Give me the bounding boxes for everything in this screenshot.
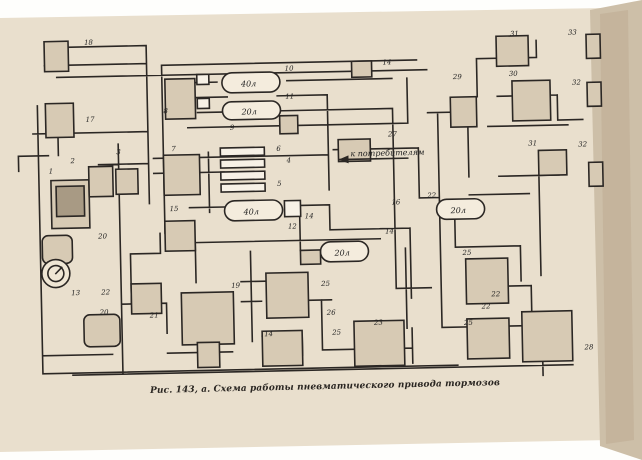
part-number-9: 9 bbox=[230, 124, 235, 132]
part-number-30: 30 bbox=[509, 70, 519, 78]
part-number-20: 20 bbox=[99, 308, 110, 316]
part-number-4: 4 bbox=[285, 157, 291, 165]
part-number-22: 22 bbox=[481, 302, 492, 310]
part-number-23: 23 bbox=[373, 319, 384, 327]
part-number-20: 20 bbox=[97, 232, 108, 240]
tank-40l-b: 40л bbox=[243, 207, 259, 216]
part-number-10: 10 bbox=[285, 65, 295, 73]
part-number-18: 18 bbox=[84, 39, 94, 47]
consumers-label: к потребителям bbox=[350, 148, 425, 159]
part-number-22: 22 bbox=[490, 290, 501, 298]
part-number-14: 14 bbox=[264, 330, 273, 338]
part-number-16: 16 bbox=[391, 198, 401, 206]
part-number-22: 22 bbox=[100, 288, 111, 296]
part-number-8: 8 bbox=[163, 107, 168, 115]
part-number-14: 14 bbox=[305, 212, 314, 220]
part-number-32: 32 bbox=[572, 78, 582, 86]
part-number-19: 19 bbox=[231, 282, 241, 290]
part-number-25: 25 bbox=[461, 249, 472, 257]
part-number-32: 32 bbox=[578, 140, 588, 148]
tank-20l-a: 20л bbox=[240, 107, 256, 116]
part-number-14: 14 bbox=[382, 58, 391, 66]
part-number-6: 6 bbox=[276, 145, 281, 153]
part-number-29: 29 bbox=[452, 73, 463, 81]
part-number-1: 1 bbox=[49, 168, 54, 176]
part-number-14: 14 bbox=[385, 227, 394, 235]
part-number-22: 22 bbox=[426, 192, 437, 200]
tank-20l-c: 20л bbox=[450, 206, 466, 215]
part-number-15: 15 bbox=[169, 205, 179, 213]
part-number-28: 28 bbox=[583, 343, 594, 351]
part-number-17: 17 bbox=[86, 116, 96, 124]
consumers-arrow: к потребителям bbox=[338, 148, 425, 164]
part-number-25: 25 bbox=[463, 319, 474, 327]
part-number-5: 5 bbox=[277, 180, 282, 188]
tank-20l-b: 20л bbox=[333, 248, 349, 257]
part-number-3: 3 bbox=[116, 148, 121, 156]
part-number-7: 7 bbox=[171, 145, 176, 153]
part-number-25: 25 bbox=[331, 329, 342, 337]
part-number-33: 33 bbox=[568, 29, 578, 37]
part-number-27: 27 bbox=[387, 130, 398, 138]
part-number-31: 31 bbox=[528, 139, 537, 147]
part-number-12: 12 bbox=[288, 222, 298, 230]
part-number-31: 31 bbox=[510, 30, 519, 38]
part-number-11: 11 bbox=[285, 93, 294, 101]
tank-40l-a: 40л bbox=[240, 79, 256, 88]
part-number-26: 26 bbox=[326, 309, 337, 317]
part-number-25: 25 bbox=[320, 280, 331, 288]
part-number-2: 2 bbox=[69, 157, 75, 165]
part-number-13: 13 bbox=[71, 289, 81, 297]
part-number-21: 21 bbox=[149, 311, 159, 319]
